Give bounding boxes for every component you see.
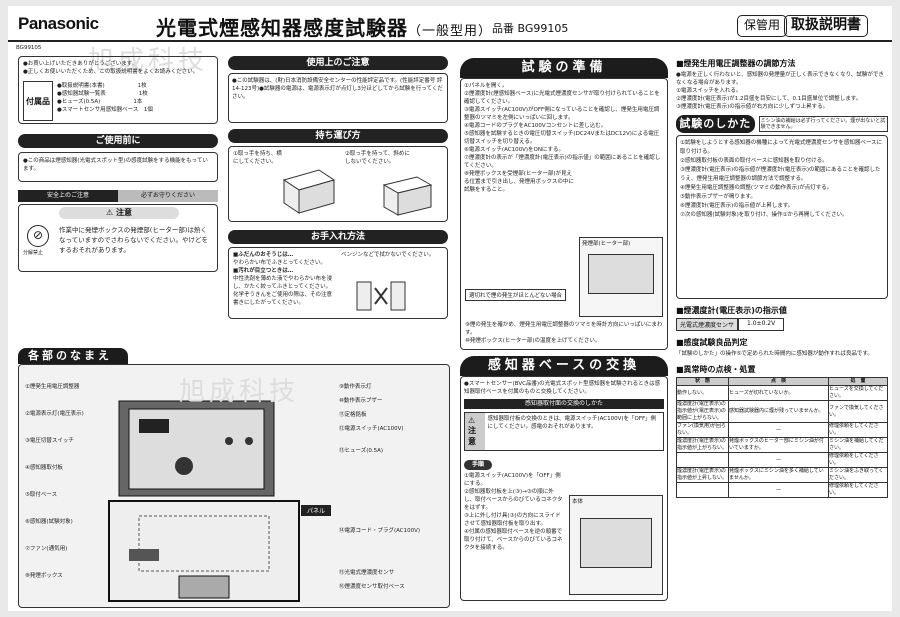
voltage-section-title: ■煙発生用電圧調整器の調節方法 [676, 59, 796, 68]
test-header: 試験のしかた [676, 115, 755, 133]
prep-column: 試験の準備 ①パネルを開く。②煙濃度計(煙感知器ベース)に光電式煙濃度センサが取… [460, 58, 668, 601]
right-column: ■煙発生用電圧調整器の調節方法 ●電源を正しく行わないと、感知器の発煙量が正しく… [676, 58, 889, 498]
tester-figure [108, 400, 300, 602]
judge-section-title: ■感度試験良品判定 [676, 338, 748, 347]
accessories-list: ●取扱説明書(本書) 1枚●感知器試験一覧表 1枚●ヒューズ(0.5A) 1本●… [57, 83, 153, 113]
carry-header: 持ち運び方 [228, 129, 448, 143]
check-table: 状 態点 検処 置 動作しない。ヒューズが切れていないか。ヒューズを交換してくだ… [676, 377, 889, 498]
table-row: 動作しない。ヒューズが切れていないか。ヒューズを交換してください。 [676, 385, 889, 401]
table-row: 煙濃度計(電圧表示)の指示値が(電圧表示)の範囲に上がらない。感知器試験器内に煙… [676, 400, 889, 423]
table-row: 煙濃度計(電圧表示)の指示値が上昇しない。発煙ボックスにミシン油を多く補給してい… [676, 467, 889, 483]
caution-title: ⚠ 注意 [59, 207, 179, 219]
panel-label: パネル [301, 505, 332, 516]
code-label: BG99105 [16, 45, 42, 51]
before-use-header: ご使用前に [18, 134, 218, 148]
prep-box: ①パネルを開く。②煙濃度計(煙感知器ベース)に光電式煙濃度センサが取り付けられて… [460, 78, 668, 350]
before-use-text: ●この商品は煙感知器(光電式スポット型)の感度試験をする機能をもっています。 [18, 152, 218, 182]
middle-column: 使用上のご注意 ●この試験器は、(財)日本消防設備安全センターの性能評定品です。… [228, 56, 448, 319]
solvent-bottles-icon [356, 281, 406, 311]
check-section-title: ■異常時の点検・処置 [676, 365, 756, 374]
badge-manual: 取扱説明書 [784, 15, 868, 37]
base-box: ●スマートセンサー(BVC品番)の光電式スポット型感知器を試験されるときは感知器… [460, 376, 668, 601]
prep-header: 試験の準備 [460, 58, 668, 78]
accessories-box: ●お買い上げいただきありがとうございます。●正しくお使いいただくため、この取扱説… [18, 56, 218, 124]
base-caution: ⚠注意 感知器取付板の交換のときは、電源スイッチ(AC100V)を「OFF」側に… [464, 412, 664, 451]
table-row: —修理依頼をしてください。 [676, 482, 889, 498]
badge-keep: 保管用 [737, 15, 788, 37]
page-title: 光電式煙感知器感度試験器（一般型用） [156, 16, 493, 40]
prep-warn: 適切れで煙の発生がほとんどない場合 [465, 289, 567, 301]
model-number: 品番 BG99105 [492, 22, 569, 35]
heater-figure: 発煙部(ヒーター部) [579, 237, 663, 317]
box-tilt-figure [382, 176, 433, 216]
judge-text: 「試験のしかた」の操作⑤で定められた時間内に感知器が動作すれば良品です。 [676, 351, 873, 357]
manual-page: Panasonic 光電式煙感知器感度試験器（一般型用） 品番 BG99105 … [8, 6, 892, 611]
safety-tabs: 安全上のご注意 必ずお守りください [18, 190, 218, 202]
carry-box: ①取っ手を持ち、横にしてください。 ②取っ手を持って、斜めにしないでください。 [228, 146, 448, 222]
accessories-label: 付属品 [23, 81, 53, 121]
base-subheader: 感知器取付面の交換のしかた [464, 399, 664, 409]
density-table: 光電式煙濃度センサ 1.0±0.2V [676, 318, 888, 331]
caution-box: ⚠ 注意 ⊘ 分解禁止 作業中に発煙ボックスの発煙部(ヒーター部)は熱くなってい… [18, 204, 218, 272]
no-disassemble-icon: ⊘ [27, 225, 49, 247]
test-note: ミシン油の補給は必ず行ってください。煙が出ないと試験できません。 [758, 116, 888, 132]
use-notes-text: ●この試験器は、(財)日本消防設備安全センターの性能評定品です。(性能評定番号 … [228, 73, 448, 123]
brand-logo: Panasonic [18, 14, 99, 33]
use-notes-header: 使用上のご注意 [228, 56, 448, 70]
solvent-warning: ベンジンなどで拭かないでください。 [341, 252, 435, 258]
table-row: 煙濃度計(電圧表示)の指示値が上がらない。発煙ボックスのヒーター部にミシン油が付… [676, 437, 889, 453]
header: Panasonic 光電式煙感知器感度試験器（一般型用） 品番 BG99105 … [8, 6, 892, 42]
table-row: ファン(換気用)が回らない。—修理依頼をしてください。 [676, 422, 889, 438]
base-figure: 本体 [569, 495, 663, 595]
base-header: 感知器ベースの交換 [460, 356, 668, 376]
care-header: お手入れ方法 [228, 230, 448, 244]
box-carry-figure [282, 169, 336, 214]
procedure-pill: 手順 [464, 460, 493, 470]
care-box: ■ふだんのおそうじは…やわらかい布でふきとってください。■汚れが目立つときは…中… [228, 247, 448, 319]
table-row: —修理依頼をしてください。 [676, 452, 889, 468]
parts-header: 各部のなまえ [18, 348, 128, 364]
caution-text: 作業中に発煙ボックスの発煙部(ヒーター部)は熱くなっていますのでさわらないでくだ… [59, 226, 208, 254]
left-column: ●お買い上げいただきありがとうございます。●正しくお使いいただくため、この取扱説… [18, 56, 218, 272]
test-steps: ①試験をしようとする感知器の機種によって光電式煙濃度センサを感知器ベースに取り付… [676, 135, 888, 299]
density-section-title: ■煙濃度計(電圧表示)の指示値 [676, 306, 787, 315]
